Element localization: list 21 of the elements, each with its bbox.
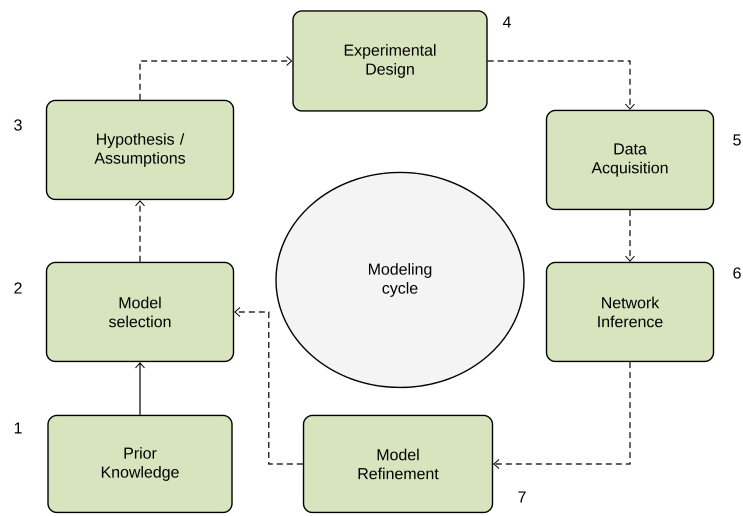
arrow	[135, 362, 145, 415]
step-number: 5	[733, 134, 741, 146]
step-number: 2	[14, 282, 22, 294]
step-number: 1	[14, 422, 22, 434]
process-box: Network Inference	[546, 262, 714, 362]
arrow	[234, 306, 303, 465]
arrow	[493, 362, 631, 469]
process-box: Model Refinement	[302, 414, 494, 514]
process-box: Experimental Design	[292, 10, 488, 112]
arrow	[488, 60, 635, 110]
process-box: Hypothesis / Assumptions	[46, 100, 234, 200]
step-number: 3	[14, 119, 22, 131]
step-number: 4	[502, 16, 511, 28]
step-number: 7	[518, 492, 526, 502]
arrow	[139, 56, 292, 100]
process-box: Model selection	[46, 262, 234, 362]
arrow	[625, 210, 635, 262]
arrow	[135, 200, 145, 262]
step-number: 6	[733, 267, 741, 279]
process-box: Data Acquisition	[546, 110, 714, 210]
process-box: Prior Knowledge	[47, 414, 233, 514]
